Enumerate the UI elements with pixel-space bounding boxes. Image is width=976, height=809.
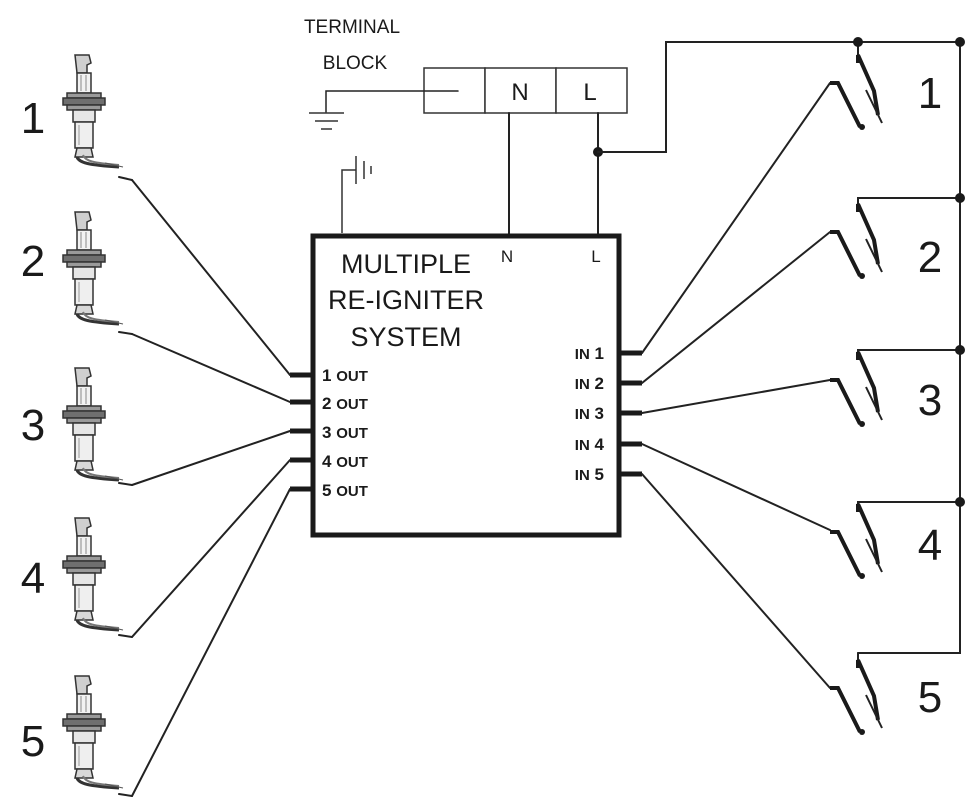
igniter-3-icon	[61, 366, 133, 486]
earth-ground-icon	[309, 90, 459, 130]
switch-label-2: 2	[918, 233, 942, 282]
switch-label-3: 3	[918, 376, 942, 425]
igniter-wire-3	[131, 430, 291, 486]
controller-neutral-label: N	[501, 247, 513, 266]
switch-bus	[853, 37, 965, 666]
controller-title-line2: RE-IGNITER	[328, 285, 484, 315]
terminal-block-label-line1: TERMINAL	[304, 17, 400, 38]
igniter-label-3: 3	[21, 401, 45, 450]
switch-2-icon	[830, 203, 883, 279]
terminal-block: TERMINAL BLOCK N L	[304, 17, 628, 114]
controller-title-line1: MULTIPLE	[341, 249, 471, 279]
switch-wire-3	[641, 379, 831, 414]
igniter-label-1: 1	[21, 94, 45, 143]
output-label-2: 2 OUT	[322, 394, 368, 413]
input-label-3: IN 3	[575, 404, 604, 423]
bus-junction-top-right	[955, 37, 965, 47]
terminal-neutral-label: N	[511, 79, 528, 106]
igniter-wire-4	[131, 459, 291, 638]
bus-junction-2	[955, 193, 965, 203]
switch-3-icon	[830, 351, 883, 427]
igniter-1-icon	[61, 53, 133, 181]
igniter-wires	[131, 179, 291, 797]
igniter-label-4: 4	[21, 554, 45, 603]
output-label-3: 3 OUT	[322, 423, 368, 442]
igniter-label-2: 2	[21, 237, 45, 286]
switch-label-5: 5	[918, 673, 942, 722]
switch-4-icon	[830, 503, 883, 579]
switch-1-icon	[830, 54, 883, 130]
switch-wire-1	[641, 82, 831, 354]
live-feed-wire	[597, 41, 961, 654]
bus-junction-3	[955, 345, 965, 355]
output-label-5: 5 OUT	[322, 481, 368, 500]
input-label-1: IN 1	[575, 344, 604, 363]
igniter-wire-1	[131, 179, 291, 376]
output-pins: 1 OUT 2 OUT 3 OUT 4 OUT 5 OUT	[290, 366, 368, 500]
igniter-5-icon	[61, 674, 133, 797]
switch-5-icon	[830, 659, 883, 735]
igniter-label-5: 5	[21, 717, 45, 766]
output-label-1: 1 OUT	[322, 366, 368, 385]
igniter-wire-2	[131, 333, 291, 403]
terminal-cell-live	[555, 67, 628, 114]
switch-wire-2	[641, 231, 831, 384]
switch-wire-5	[641, 473, 831, 689]
igniter-4-icon	[61, 516, 133, 638]
switch-wire-4	[641, 443, 831, 531]
terminal-cell-neutral	[484, 67, 557, 114]
input-pins: IN 1 IN 2 IN 3 IN 4 IN 5	[575, 344, 642, 484]
terminal-block-label-line2: BLOCK	[323, 53, 388, 74]
switch-label-1: 1	[918, 69, 942, 118]
bus-junction-top-left	[853, 37, 863, 47]
chassis-ground-icon	[341, 156, 372, 233]
terminal-live-label: L	[583, 79, 596, 106]
igniter-2-icon	[61, 210, 133, 335]
input-label-5: IN 5	[575, 465, 604, 484]
controller-live-label: L	[591, 247, 600, 266]
controller-title-line3: SYSTEM	[350, 322, 461, 352]
igniter-wire-5	[131, 488, 291, 797]
switch-wires	[641, 82, 831, 689]
input-label-4: IN 4	[575, 435, 605, 454]
bus-junction-4	[955, 497, 965, 507]
input-label-2: IN 2	[575, 374, 604, 393]
switch-label-4: 4	[918, 521, 942, 570]
output-label-4: 4 OUT	[322, 452, 368, 471]
